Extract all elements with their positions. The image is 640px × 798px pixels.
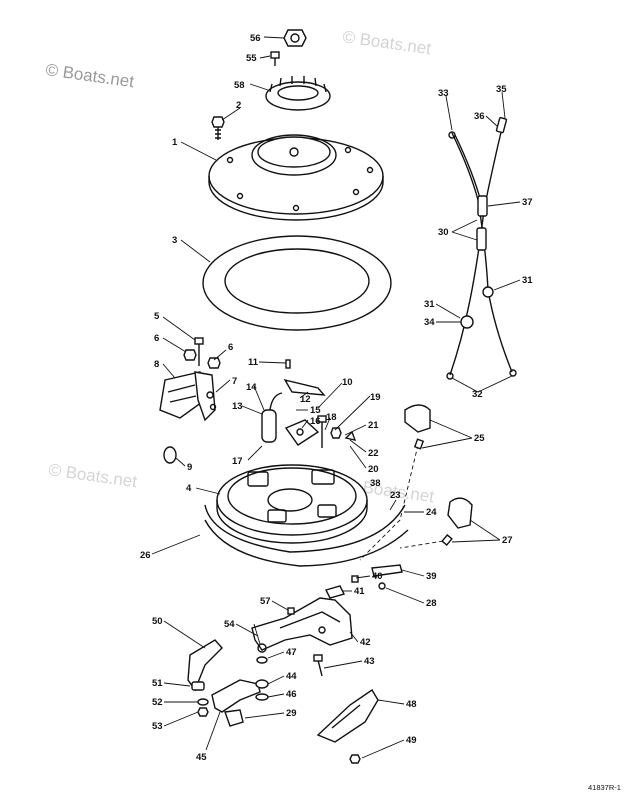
callout-19: 19 [370,392,381,403]
callout-28: 28 [426,598,437,609]
callout-2: 2 [236,100,241,111]
callout-23: 23 [390,490,401,501]
callout-4: 4 [186,483,192,494]
callout-labels: 56 55 58 2 1 3 5 6 6 7 8 9 10 11 12 13 1… [140,33,533,763]
part-throttle-link [211,643,269,727]
part-ring [202,235,392,331]
callout-17: 17 [232,456,243,467]
part-timer-base [265,76,331,111]
callout-38: 38 [370,478,381,489]
callout-25: 25 [474,433,485,444]
callout-13: 13 [232,401,243,412]
part-screw-49 [349,754,361,764]
callout-12: 12 [300,394,311,405]
callout-45: 45 [196,752,207,763]
callout-35: 35 [496,84,507,95]
callout-24: 24 [426,507,437,518]
part-flywheel [208,134,384,221]
part-throttle-cam [187,639,223,717]
part-cover-plate [316,689,379,743]
callout-22: 22 [368,448,379,459]
callout-7: 7 [232,376,237,387]
callout-49: 49 [406,735,417,746]
callout-40: 40 [372,571,383,582]
callout-43: 43 [364,656,375,667]
figure-number: 41837R-1 [588,783,621,792]
callout-50: 50 [152,616,163,627]
callout-37: 37 [522,197,533,208]
callout-26: 26 [140,550,151,561]
callout-14: 14 [246,382,257,393]
callout-54: 54 [224,619,235,630]
callout-18: 18 [326,412,337,423]
part-wire-harness [446,116,517,380]
callout-39: 39 [426,571,437,582]
part-throttle-bracket [251,597,353,651]
callout-31b: 31 [424,299,435,310]
callout-3: 3 [172,235,177,246]
part-screw-55 [270,51,280,66]
callout-6a: 6 [154,333,159,344]
callout-21: 21 [368,420,379,431]
callout-8: 8 [154,359,159,370]
callout-15: 15 [310,405,321,416]
callout-10: 10 [342,377,353,388]
callout-48: 48 [406,699,417,710]
part-breaker-points [261,359,357,448]
part-screw-2 [211,116,225,140]
callout-57: 57 [260,596,271,607]
part-coil-assembly [159,337,221,464]
callout-31a: 31 [522,275,533,286]
callout-20: 20 [368,464,379,475]
callout-53: 53 [152,721,163,732]
watermark-mid-left: © Boats.net [47,460,138,491]
callout-42: 42 [360,637,371,648]
callout-41: 41 [354,586,365,597]
callout-34: 34 [424,317,435,328]
part-spark-plug-caps [359,404,473,561]
callout-32: 32 [472,389,483,400]
callout-27: 27 [502,535,513,546]
callout-51: 51 [152,678,163,689]
callout-44: 44 [286,671,297,682]
callout-16: 16 [310,416,321,427]
callout-46: 46 [286,689,297,700]
callout-33: 33 [438,88,449,99]
callout-6b: 6 [228,342,233,353]
callout-52: 52 [152,697,163,708]
callout-11: 11 [248,357,259,368]
watermark-top-left: © Boats.net [44,60,135,91]
part-armature-plate [216,464,368,544]
part-cam-follower [324,564,403,599]
callout-1: 1 [172,137,178,148]
callout-29: 29 [286,708,297,719]
leader-lines [151,36,521,759]
callout-30: 30 [438,227,449,238]
callout-56: 56 [250,33,261,44]
part-nut [283,29,307,47]
callout-9: 9 [187,462,192,473]
part-screw-43 [313,654,323,677]
watermark-top-right: © Boats.net [341,27,432,58]
callout-36: 36 [474,111,485,122]
callout-47: 47 [286,647,297,658]
callout-5: 5 [154,311,160,322]
callout-55: 55 [246,53,257,64]
part-retainer-ring [204,504,409,567]
callout-58: 58 [234,80,245,91]
